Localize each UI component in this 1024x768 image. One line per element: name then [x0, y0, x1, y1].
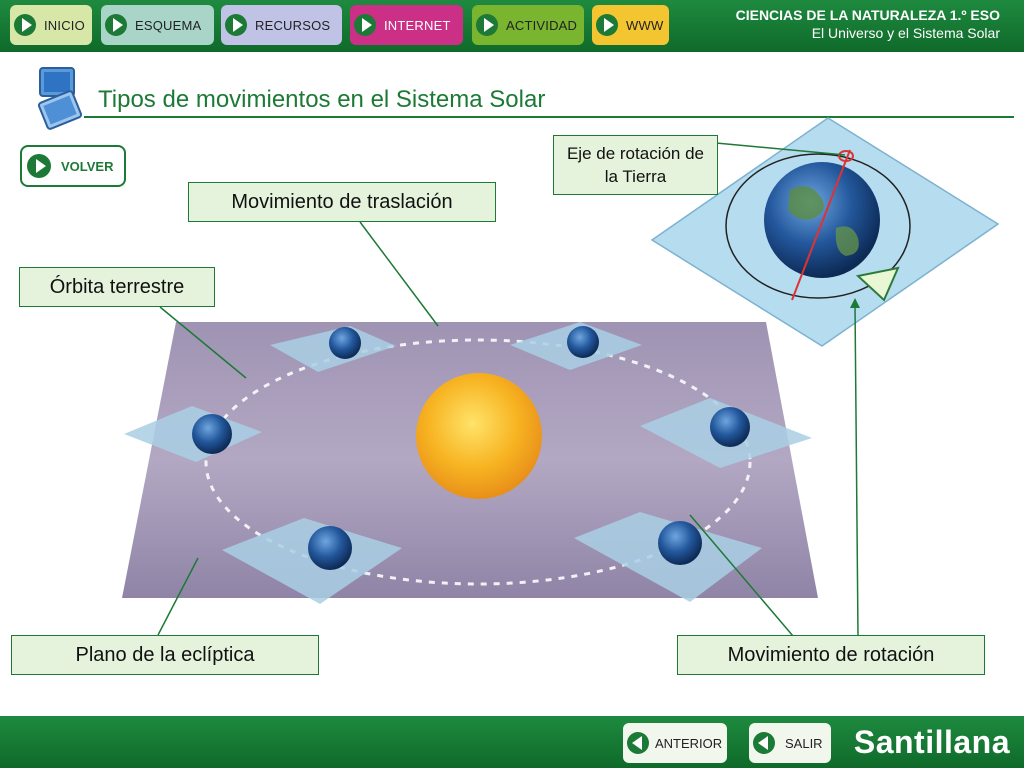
nav-esquema-button[interactable]: ESQUEMA: [101, 5, 214, 45]
volver-button[interactable]: VOLVER: [20, 145, 126, 187]
arrow-head: [850, 298, 860, 308]
play-icon: [596, 14, 618, 36]
course-title: CIENCIAS DE LA NATURALEZA 1.º ESO: [735, 7, 1000, 23]
leader-line: [854, 304, 859, 636]
label-rotacion: Movimiento de rotación: [677, 635, 985, 675]
continent-shape: [788, 186, 824, 220]
volver-label: VOLVER: [61, 158, 114, 174]
nav-label: ACTIVIDAD: [506, 17, 578, 33]
play-icon: [27, 154, 51, 178]
sun: [416, 373, 542, 499]
nav-www-button[interactable]: WWW: [592, 5, 669, 45]
earth-orbit: [204, 338, 752, 586]
nav-inicio-button[interactable]: INICIO: [10, 5, 92, 45]
continent-shape: [835, 226, 859, 256]
earth-position-right: [640, 398, 812, 468]
play-icon: [354, 14, 376, 36]
santillana-logo: Santillana: [853, 724, 1010, 760]
nav-label: WWW: [626, 17, 664, 33]
rotation-arrow-head: [855, 266, 900, 302]
play-icon: [476, 14, 498, 36]
label-ecliptica: Plano de la eclíptica: [11, 635, 319, 675]
earth-position-bottom-right: [574, 512, 762, 602]
play-icon: [105, 14, 127, 36]
back-arrow-icon: [627, 732, 649, 754]
play-icon: [225, 14, 247, 36]
leader-line: [159, 306, 247, 379]
nav-recursos-button[interactable]: RECURSOS: [221, 5, 342, 45]
nav-label: RECURSOS: [255, 17, 331, 33]
nav-internet-button[interactable]: INTERNET: [350, 5, 463, 45]
anterior-label: ANTERIOR: [655, 735, 723, 751]
anterior-button[interactable]: ANTERIOR: [623, 723, 727, 763]
axis-pole-marker: [838, 150, 854, 162]
title-divider: [84, 116, 1014, 118]
course-heading: CIENCIAS DE LA NATURALEZA 1.º ESO El Uni…: [736, 6, 1000, 42]
nav-label: ESQUEMA: [135, 17, 202, 33]
leader-line: [359, 221, 439, 327]
salir-label: SALIR: [785, 735, 823, 751]
earth-position-bottom-left: [222, 518, 402, 604]
rotation-axis: [791, 149, 851, 301]
nav-label: INTERNET: [384, 17, 451, 33]
back-arrow-icon: [753, 732, 775, 754]
earth-position-left: [124, 406, 262, 462]
leader-line: [157, 557, 199, 636]
leader-line: [715, 142, 846, 156]
earth-position-top-left: [270, 326, 396, 372]
label-orbita: Órbita terrestre: [19, 267, 215, 307]
salir-button[interactable]: SALIR: [749, 723, 831, 763]
nav-label: INICIO: [44, 17, 85, 33]
window-icon: [37, 67, 83, 130]
course-subtitle: El Universo y el Sistema Solar: [811, 25, 1000, 41]
nav-actividad-button[interactable]: ACTIVIDAD: [472, 5, 584, 45]
label-traslacion: Movimiento de traslación: [188, 182, 496, 222]
rotation-circle: [725, 153, 911, 299]
label-eje-rotacion: Eje de rotación de la Tierra: [553, 135, 718, 195]
page-title: Tipos de movimientos en el Sistema Solar: [98, 86, 546, 113]
leader-line: [689, 514, 794, 637]
bottom-bar: [0, 716, 1024, 768]
play-icon: [14, 14, 36, 36]
earth-position-top-right: [510, 322, 642, 370]
